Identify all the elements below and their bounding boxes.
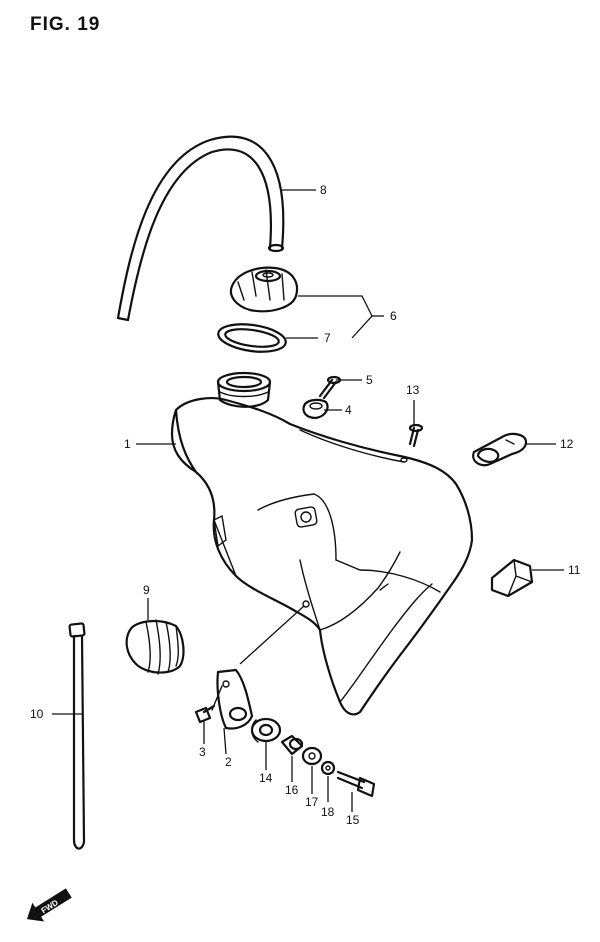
fuel-tank-cap: [229, 266, 299, 313]
callout-3: 3: [199, 745, 206, 759]
nut-18: [320, 760, 336, 776]
callout-5: 5: [366, 373, 373, 387]
cap-gasket: [217, 323, 287, 353]
tank-bracket: [211, 668, 254, 730]
callout-8: 8: [320, 183, 327, 197]
callout-14: 14: [259, 771, 273, 785]
screw-13: [408, 423, 424, 448]
cushion-block: [490, 558, 534, 598]
callout-6: 6: [390, 309, 397, 323]
leader-lines: [52, 189, 564, 812]
callout-15: 15: [346, 813, 360, 827]
figure-title: FIG. 19: [30, 14, 101, 35]
callout-7: 7: [324, 331, 331, 345]
callout-1: 1: [124, 437, 131, 451]
tank-strap: [472, 432, 528, 467]
washer-17: [301, 746, 323, 766]
callout-16: 16: [285, 783, 299, 797]
callout-9: 9: [143, 583, 150, 597]
cushion-4: [302, 398, 329, 420]
fuel-tank: [170, 371, 474, 716]
callout-12: 12: [560, 437, 574, 451]
collar-16: [280, 734, 304, 756]
callout-17: 17: [305, 795, 319, 809]
callout-11: 11: [568, 563, 581, 577]
callout-18: 18: [321, 805, 335, 819]
forward-arrow-icon: FWD: [26, 888, 72, 922]
bolt-15: [336, 770, 376, 798]
callout-13: 13: [406, 383, 420, 397]
callout-10: 10: [30, 707, 44, 721]
cable-tie: [68, 622, 86, 850]
grommet-14: [250, 717, 282, 743]
heat-protector: [125, 619, 185, 675]
callout-4: 4: [345, 403, 352, 417]
breather-hose: [116, 135, 285, 322]
callout-2: 2: [225, 755, 232, 769]
bolt-3: [194, 704, 216, 724]
